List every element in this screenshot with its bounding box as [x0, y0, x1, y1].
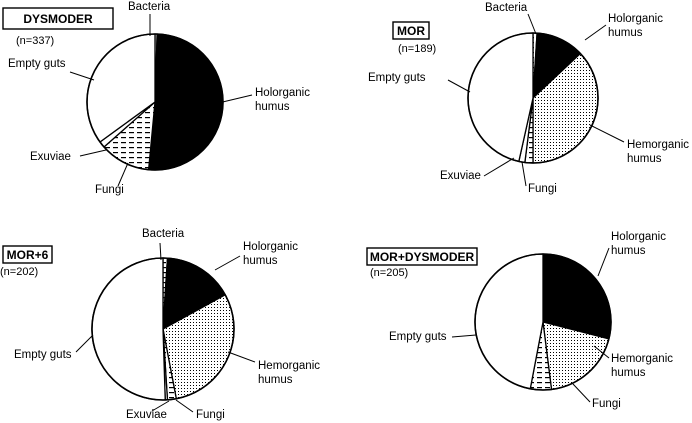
pie-slice-empty-guts	[91, 257, 166, 401]
leader-line	[451, 334, 477, 338]
leader-line	[159, 242, 162, 261]
slice-label-bacteria: Bacteria	[485, 2, 528, 14]
leader-line	[227, 351, 256, 363]
leader-line	[117, 162, 129, 187]
leader-line	[79, 149, 107, 157]
chart-title: DYSMODER	[23, 12, 93, 26]
slice-label-bacteria: Bacteria	[142, 228, 185, 240]
sample-size-label: (n=205)	[370, 267, 408, 279]
chart-title-box	[2, 245, 53, 264]
slice-label-exuviae: Exuviae	[126, 409, 167, 421]
sample-size-label: (n=189)	[398, 43, 436, 55]
leader-line	[214, 255, 241, 271]
slice-label-bacteria: Bacteria	[128, 1, 171, 13]
leader-line	[75, 334, 94, 353]
pie-slice-holorganic-humus	[147, 33, 224, 171]
leader-line	[69, 71, 95, 81]
pie-outline	[91, 257, 235, 401]
slice-label-fungi: Fungi	[95, 184, 124, 196]
leader-line	[483, 157, 515, 177]
leader-line	[527, 13, 537, 35]
slice-label-fungi: Fungi	[528, 183, 557, 195]
pie-slice-empty-guts	[467, 32, 534, 163]
slice-label-fungi: Fungi	[196, 409, 225, 421]
pie-outline	[467, 32, 599, 164]
leader-line	[572, 383, 591, 403]
pie-outline	[474, 253, 612, 391]
slice-label-exuviae: Exuviae	[30, 151, 71, 163]
chart-title-box	[366, 247, 478, 266]
chart-title-box	[392, 21, 430, 40]
leader-line	[589, 124, 625, 143]
leader-line	[584, 24, 607, 41]
pie-slice-empty-guts	[474, 253, 544, 390]
sample-size-label: (n=337)	[16, 35, 54, 47]
slice-label-exuviae: Exuviae	[440, 170, 481, 182]
leader-line	[209, 94, 253, 106]
slice-label-empty-guts: Empty guts	[368, 72, 426, 84]
leader-line	[175, 399, 194, 413]
slice-label-empty-guts: Empty guts	[8, 58, 66, 70]
chart-title: MOR	[397, 24, 425, 38]
leader-line	[597, 247, 610, 277]
leader-line	[521, 161, 527, 187]
sample-size-label: (n=202)	[0, 266, 38, 278]
chart-title: MOR+DYSMODER	[370, 250, 475, 264]
slice-label-empty-guts: Empty guts	[14, 349, 72, 361]
leader-line	[151, 400, 170, 412]
leader-line	[593, 345, 610, 359]
slice-label-fungi: Fungi	[592, 398, 621, 410]
chart-title: MOR+6	[7, 248, 49, 262]
slice-label-empty-guts: Empty guts	[389, 331, 447, 343]
chart-title-box	[2, 7, 114, 30]
leader-line	[447, 79, 471, 93]
